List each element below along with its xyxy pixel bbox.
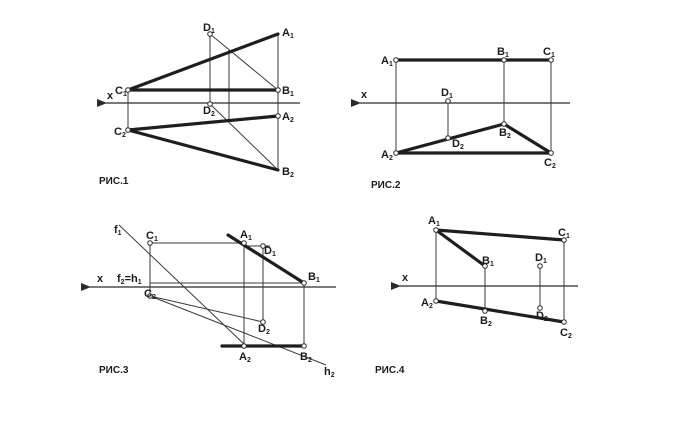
point-D2 <box>537 305 543 311</box>
label-B2: B2 <box>480 315 492 328</box>
point-D1 <box>445 98 451 104</box>
point-C1 <box>548 57 554 63</box>
label-B1: B1 <box>482 255 494 268</box>
label-D1: D1 <box>441 87 453 100</box>
label-C2: C2 <box>144 288 156 301</box>
x-axis-label: x <box>402 272 409 284</box>
point-B2 <box>482 308 488 314</box>
label-C2: C2 <box>560 327 572 340</box>
point-A1 <box>433 227 439 233</box>
label-A2: A2 <box>421 297 433 310</box>
x-axis-label: x <box>361 89 368 101</box>
point-A2 <box>393 150 399 156</box>
point-B1 <box>501 57 507 63</box>
label-C1: C1 <box>558 227 570 240</box>
point-C2 <box>561 319 567 325</box>
label-C1: C1 <box>543 46 555 59</box>
label-A2: A2 <box>381 149 393 162</box>
point-D2 <box>445 135 451 141</box>
line-h2 <box>149 295 327 366</box>
segment-C2-A2 <box>126 114 280 132</box>
segment-C1-A1 <box>126 32 280 92</box>
line-C2-D2 <box>149 295 264 323</box>
label-A1: A1 <box>381 55 393 68</box>
label-h2: h2 <box>324 366 335 379</box>
segment-A1-C1 <box>434 228 566 242</box>
figure-2: x A1 B1 C1 D1 D2 B2 A2 C2 РИС.2 <box>351 46 570 191</box>
label-D2: D2 <box>258 323 270 336</box>
label-C1: C1 <box>146 230 158 243</box>
label-B1: B1 <box>497 46 509 59</box>
segment-B2-C2 <box>502 122 553 155</box>
label-C1: C1 <box>115 85 127 98</box>
point-B1 <box>275 87 281 93</box>
point-C1 <box>125 87 131 93</box>
figure-4: x A1 C1 B1 D1 A2 B2 D2 C2 РИС.4 <box>375 215 578 376</box>
label-B1: B1 <box>282 85 294 98</box>
figure-1: x C1 C2 D1 A1 B1 D2 A2 B2 РИС.1 <box>97 22 300 187</box>
label-D2: D2 <box>536 310 548 323</box>
caption-fig4: РИС.4 <box>375 365 405 376</box>
label-D1: D1 <box>203 22 215 35</box>
point-A2 <box>241 343 247 349</box>
point-A2 <box>433 298 439 304</box>
label-f2-h1: f2=h1 <box>117 273 142 286</box>
point-B1 <box>482 263 488 269</box>
label-D1: D1 <box>535 252 547 265</box>
segment-A1-B1 <box>226 233 306 285</box>
point-D2 <box>207 101 213 107</box>
segment-A1-B1 <box>434 228 487 268</box>
x-axis-label: x <box>107 90 114 102</box>
line-D1-B1 <box>209 33 279 91</box>
point-C1 <box>147 240 153 246</box>
label-B2: B2 <box>282 166 294 179</box>
segment-A2-C2 <box>434 299 566 324</box>
point-A2 <box>275 113 281 119</box>
point-D1 <box>207 31 213 37</box>
point-D2 <box>260 319 266 325</box>
figure-3: x f1 C1 A1 D1 B1 f2=h1 C2 D2 A2 B2 <box>81 224 336 379</box>
label-C2: C2 <box>544 157 556 170</box>
point-B1 <box>301 280 307 286</box>
label-A2: A2 <box>239 351 251 364</box>
caption-fig1: РИС.1 <box>99 176 129 187</box>
label-A1: A1 <box>240 229 252 242</box>
caption-fig3: РИС.3 <box>99 365 129 376</box>
point-A1 <box>241 240 247 246</box>
point-B2 <box>501 121 507 127</box>
caption-fig2: РИС.2 <box>371 180 401 191</box>
label-A1: A1 <box>428 215 440 228</box>
point-C1 <box>561 237 567 243</box>
label-f1: f1 <box>114 224 122 237</box>
point-C2 <box>125 127 131 133</box>
point-B2 <box>301 343 307 349</box>
label-B2: B2 <box>300 351 312 364</box>
label-B2: B2 <box>499 127 511 140</box>
point-C2 <box>147 293 153 299</box>
segment-C2-B2 <box>126 128 280 172</box>
label-D2: D2 <box>203 105 215 118</box>
label-D2: D2 <box>452 138 464 151</box>
point-C2 <box>548 150 554 156</box>
label-A1: A1 <box>282 27 294 40</box>
point-D1 <box>260 243 266 249</box>
point-A1 <box>393 57 399 63</box>
label-A2: A2 <box>282 111 294 124</box>
label-D1: D1 <box>264 245 276 258</box>
label-C2: C2 <box>114 126 126 139</box>
x-axis-label: x <box>97 273 104 285</box>
line-D2-B2 <box>209 103 279 171</box>
label-B1: B1 <box>308 271 320 284</box>
point-D1 <box>537 263 543 269</box>
